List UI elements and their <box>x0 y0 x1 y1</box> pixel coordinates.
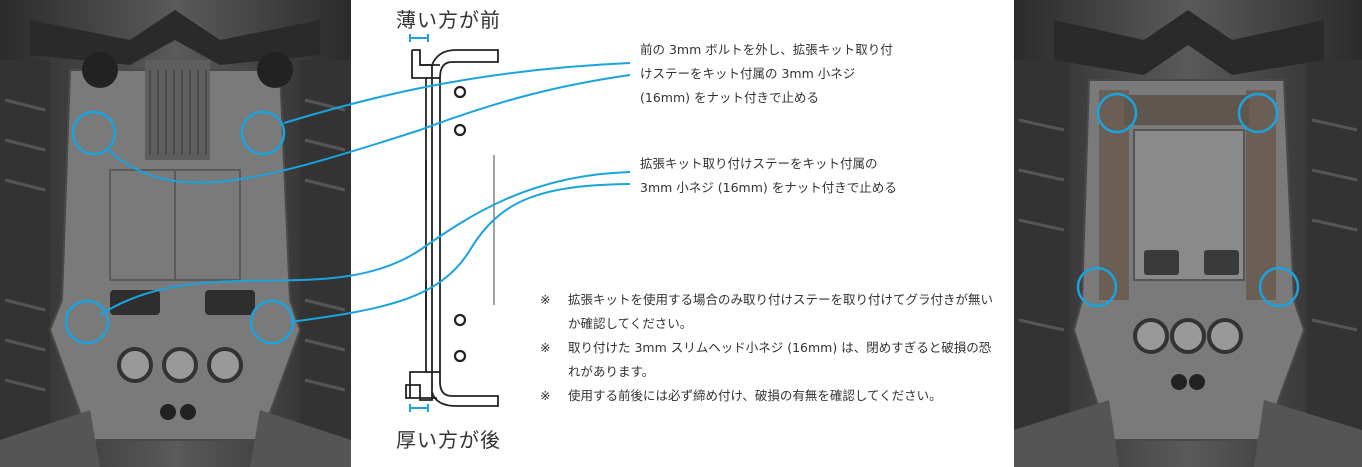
caution-mark: ※ <box>540 388 551 403</box>
caution-list: ※ 拡張キットを使用する場合のみ取り付けステーを取り付けてグラ付きが無いか確認し… <box>540 288 998 408</box>
caution-item: ※ 使用する前後には必ず締め付け、破損の有無を確認してください。 <box>540 384 998 408</box>
caution-item: ※ 拡張キットを使用する場合のみ取り付けステーを取り付けてグラ付きが無いか確認し… <box>540 288 998 336</box>
photo-before <box>0 0 351 467</box>
instruction-line: 前の 3mm ボルトを外し、拡張キット取り付 <box>640 42 893 57</box>
instruction-rear-stay: 拡張キット取り付けステーをキット付属の 3mm 小ネジ (16mm) をナット付… <box>640 152 897 200</box>
instruction-line: 3mm 小ネジ (16mm) をナット付きで止める <box>640 180 897 195</box>
caution-text: 拡張キットを使用する場合のみ取り付けステーを取り付けてグラ付きが無いか確認してく… <box>568 292 994 331</box>
caution-mark: ※ <box>540 292 551 307</box>
caution-text: 使用する前後には必ず締め付け、破損の有無を確認してください。 <box>568 388 942 403</box>
caution-mark: ※ <box>540 340 551 355</box>
instruction-line: (16mm) をナット付きで止める <box>640 90 819 105</box>
front-label: 薄い方が前 <box>396 8 501 32</box>
caution-item: ※ 取り付けた 3mm スリムヘッド小ネジ (16mm) は、閉めすぎると破損の… <box>540 336 998 384</box>
caution-text: 取り付けた 3mm スリムヘッド小ネジ (16mm) は、閉めすぎると破損の恐れ… <box>568 340 992 379</box>
instruction-front-bolt: 前の 3mm ボルトを外し、拡張キット取り付 けステーをキット付属の 3mm 小… <box>640 38 893 110</box>
instruction-line: 拡張キット取り付けステーをキット付属の <box>640 156 878 171</box>
rear-label: 厚い方が後 <box>396 428 501 452</box>
photo-after <box>1014 0 1362 467</box>
instruction-line: けステーをキット付属の 3mm 小ネジ <box>640 66 856 81</box>
